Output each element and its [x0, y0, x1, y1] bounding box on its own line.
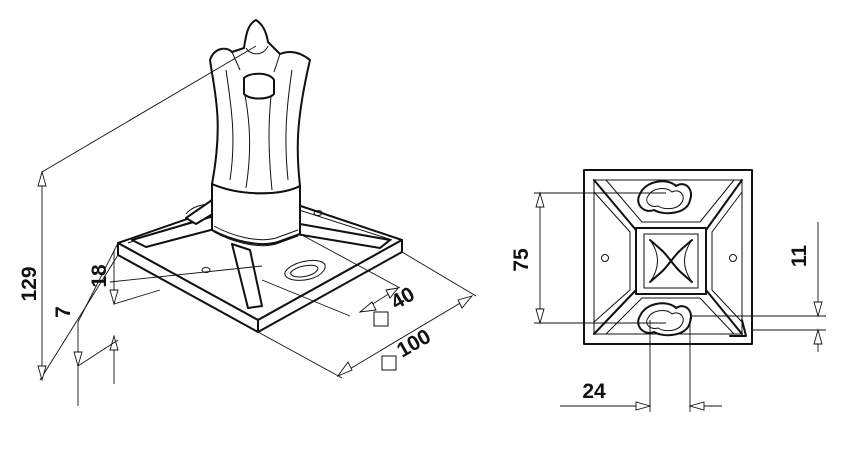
post-body: [209, 19, 311, 195]
dim-11: 11: [690, 222, 826, 352]
extension-lines-iso: [39, 45, 477, 381]
dim-129: 129: [18, 170, 47, 382]
slot-top: [637, 180, 692, 215]
dim-75-label: 75: [510, 248, 533, 272]
dim-40: 40: [358, 283, 419, 327]
dim-11-label: 11: [788, 245, 811, 268]
dim-129-label: 129: [18, 266, 41, 301]
dim-24: 24: [560, 318, 722, 412]
dim-24-label: 24: [582, 380, 606, 403]
top-view: 75 11 24: [510, 169, 826, 412]
dim-7: 7: [52, 306, 119, 406]
isometric-view: 129 7 18 40: [18, 19, 477, 406]
dim-75: 75: [510, 191, 666, 325]
dim-100-label: 100: [393, 325, 435, 362]
dim-18-label: 18: [88, 264, 111, 288]
dim-40-label: 40: [387, 283, 419, 315]
dim-18: 18: [88, 250, 161, 306]
dim-7-label: 7: [52, 306, 75, 318]
